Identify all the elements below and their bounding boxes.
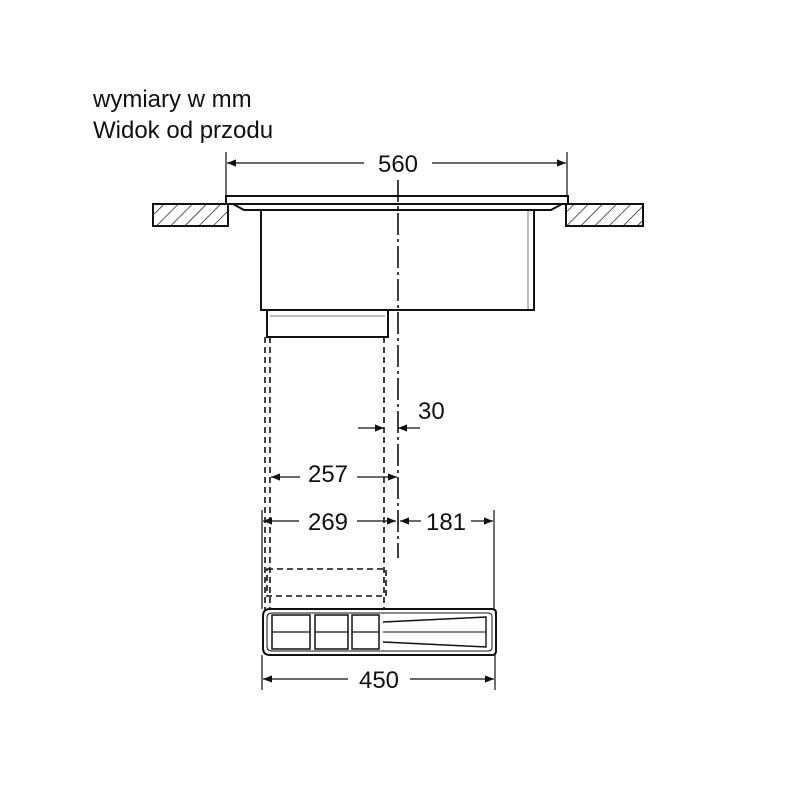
dimension-label-30: 30 bbox=[418, 398, 445, 425]
cooktop-glass bbox=[225, 195, 569, 205]
duct bbox=[264, 337, 387, 610]
cooktop bbox=[225, 195, 569, 338]
dimension-257: 257 bbox=[271, 461, 397, 488]
view-title: Widok od przodu bbox=[93, 117, 274, 144]
dimension-269: 269 bbox=[261, 509, 396, 609]
dimension-label-560: 560 bbox=[378, 151, 418, 178]
duct-connector bbox=[266, 568, 387, 597]
dimension-30: 30 bbox=[358, 398, 445, 432]
dimension-181: 181 bbox=[400, 509, 495, 609]
dimension-560: 560 bbox=[225, 151, 568, 196]
dimension-450: 450 bbox=[261, 655, 496, 694]
dimension-label-450: 450 bbox=[359, 667, 399, 694]
dimension-label-269: 269 bbox=[308, 509, 348, 536]
fan-unit bbox=[262, 608, 497, 656]
worktop bbox=[152, 203, 644, 227]
fan-unit-housing-inner bbox=[266, 612, 493, 652]
units-note: wymiary w mm bbox=[93, 86, 252, 113]
dimension-label-257: 257 bbox=[308, 461, 348, 488]
dimension-label-181: 181 bbox=[426, 509, 466, 536]
worktop-left bbox=[152, 203, 229, 227]
cooktop-outlet bbox=[266, 309, 389, 338]
worktop-right bbox=[565, 203, 644, 227]
